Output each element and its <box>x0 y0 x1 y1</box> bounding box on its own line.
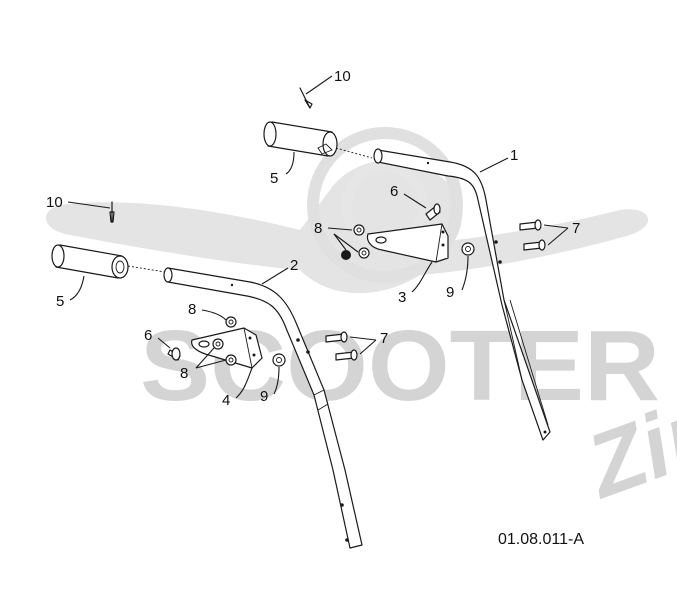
callout-9a: 9 <box>446 284 454 301</box>
leader-8c-1 <box>195 347 215 369</box>
screws-7-left <box>325 331 358 361</box>
leader-9a <box>461 255 469 291</box>
grip-left-cap <box>51 244 65 268</box>
leader-6b <box>157 337 171 349</box>
handlebar-tube-right <box>373 148 551 441</box>
tube-right-hole-4 <box>543 430 547 434</box>
grip-left-open-end <box>111 255 129 279</box>
leader-4 <box>235 367 253 399</box>
leader-7a-2 <box>547 227 569 246</box>
callout-7a: 7 <box>572 220 580 237</box>
bracket-right-plate <box>366 223 449 263</box>
tube-right-hole-2 <box>498 260 502 264</box>
leader-2 <box>261 267 289 285</box>
callout-labels: 1 2 3 4 5 5 6 6 7 7 8 8 8 9 9 10 10 <box>46 68 580 409</box>
grip-right-cap <box>263 121 277 147</box>
callout-8a: 8 <box>314 220 322 237</box>
tube-left-hole-4 <box>345 538 349 542</box>
tube-right-body <box>377 149 551 441</box>
leader-10b <box>67 201 111 209</box>
grip-left-body <box>55 244 123 279</box>
leader-8a-1 <box>327 227 353 231</box>
callout-9b: 9 <box>260 388 268 405</box>
leader-10a <box>305 75 333 95</box>
callout-1: 1 <box>510 147 518 164</box>
tube-right-hole-1 <box>494 240 498 244</box>
leader-6a <box>403 193 427 209</box>
callout-7b: 7 <box>380 330 388 347</box>
leader-8a-3 <box>333 233 359 253</box>
callout-8c: 8 <box>180 365 188 382</box>
tube-left-hole-1 <box>296 338 300 342</box>
leader-7b-1 <box>349 336 377 341</box>
callout-6b: 6 <box>144 327 152 344</box>
callout-5a: 5 <box>270 170 278 187</box>
bolt-6-left <box>167 347 181 361</box>
tube-left-hole-5 <box>230 283 234 287</box>
callout-6a: 6 <box>390 183 398 200</box>
leader-5b <box>69 275 85 301</box>
grip-left <box>51 244 166 279</box>
watermark-scooter-silhouette <box>46 159 649 294</box>
tube-left-hole-3 <box>340 503 344 507</box>
callout-5b: 5 <box>56 293 64 310</box>
pin-right <box>299 87 313 109</box>
handlebar-tube-left <box>163 267 363 549</box>
bracket-left <box>191 327 263 369</box>
drawing-reference-number: 01.08.011-A <box>498 531 584 548</box>
tube-left-end <box>163 267 173 283</box>
tube-left-hole-2 <box>306 350 310 354</box>
watermark-wheel-outer <box>307 127 463 283</box>
leader-3 <box>411 261 433 293</box>
callout-2: 2 <box>290 257 298 274</box>
watermark: SCOOTER Zip <box>46 127 677 518</box>
leader-8b <box>201 309 227 321</box>
leader-9b <box>273 366 280 395</box>
watermark-text: SCOOTER <box>140 310 660 422</box>
grip-right <box>263 121 373 159</box>
bolt-6-right <box>425 203 441 221</box>
callout-10a: 10 <box>334 68 351 85</box>
leader-7b-2 <box>359 339 377 355</box>
screws-7-right <box>519 219 546 251</box>
leader-7a-1 <box>543 224 569 229</box>
washer-9-right <box>461 242 475 256</box>
grip-right-open-end <box>322 131 338 157</box>
leader-8a-2 <box>333 233 347 251</box>
tube-right-end <box>373 148 383 164</box>
tube-right-hole-3 <box>426 161 430 165</box>
washer-9-left <box>272 353 286 367</box>
leader-5a <box>285 151 295 175</box>
pin-left <box>109 201 115 223</box>
callout-8b: 8 <box>188 301 196 318</box>
nuts-8-right <box>341 224 370 260</box>
bracket-right <box>366 223 449 263</box>
tube-left-body <box>167 267 363 549</box>
leader-1 <box>479 157 509 173</box>
callout-10b: 10 <box>46 194 63 211</box>
callout-3: 3 <box>398 289 406 306</box>
leader-lines <box>67 75 569 399</box>
nuts-8-left <box>212 316 237 366</box>
bracket-left-plate <box>191 327 263 369</box>
leader-8c-2 <box>195 359 227 369</box>
callout-4: 4 <box>222 392 230 409</box>
grip-right-body <box>267 121 333 157</box>
